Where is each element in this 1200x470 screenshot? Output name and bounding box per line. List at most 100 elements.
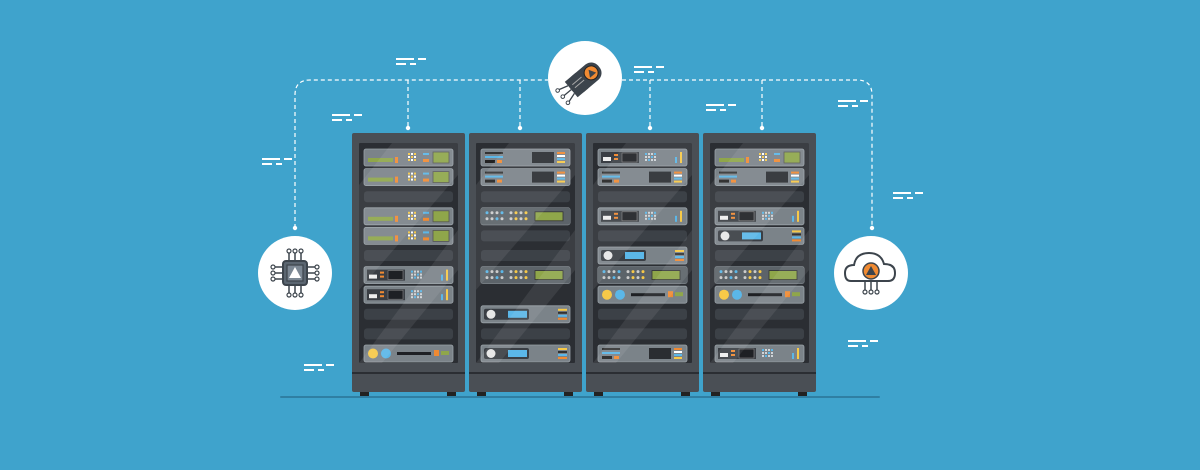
server-unit-storage: [597, 148, 688, 167]
port-dot: [748, 276, 752, 280]
blank-panel: [364, 328, 453, 340]
port-dot: [417, 273, 419, 276]
port-dot: [519, 270, 523, 274]
port-dot: [420, 296, 422, 299]
port-dot: [651, 159, 653, 161]
port-dot: [417, 293, 419, 296]
glass-reflection: [359, 230, 458, 363]
port-dot: [768, 211, 770, 214]
port-dot: [490, 217, 494, 221]
rack-foot: [711, 392, 720, 396]
lcd-display: [432, 151, 450, 164]
indicator-led: [674, 177, 682, 180]
connector-wire: [558, 85, 569, 91]
indicator-led: [614, 356, 619, 359]
indicator-led: [441, 351, 449, 355]
indicator-led: [791, 174, 799, 177]
port-dot: [408, 234, 410, 237]
port-dot: [648, 159, 650, 161]
indicator-led: [395, 215, 398, 222]
port-dot: [514, 270, 518, 274]
port-dot: [748, 270, 752, 274]
label-line: [572, 76, 582, 86]
disk-display: [625, 252, 644, 259]
server-rack: [586, 133, 699, 396]
indicator-led: [675, 250, 684, 252]
indicator-led: [446, 289, 448, 301]
server-rack: [352, 133, 465, 396]
server-unit-dots: [480, 207, 571, 226]
indicator-led: [558, 314, 567, 317]
label-line: [602, 356, 612, 359]
port-dot: [743, 270, 747, 274]
port-dot: [414, 276, 416, 279]
pin-node: [314, 276, 320, 282]
status-knob: [615, 289, 625, 300]
server-unit-drive: [480, 168, 571, 187]
port-dot: [500, 276, 504, 280]
indicator-led: [557, 161, 565, 163]
port-dot: [758, 276, 762, 280]
drive-bay: [649, 348, 671, 359]
port-dot: [514, 211, 518, 215]
drive-label: [720, 215, 728, 220]
server-unit-control: [597, 285, 688, 304]
indicator-led: [675, 215, 677, 222]
port-dot: [651, 153, 653, 155]
connector-node: [862, 289, 868, 295]
label-line: [719, 171, 737, 174]
port-dot: [408, 153, 410, 155]
port-dot: [765, 153, 767, 155]
drive-slot: [387, 289, 404, 300]
indicator-led: [614, 179, 619, 183]
label-line: [485, 171, 503, 174]
connector-node: [555, 88, 560, 93]
dash-mark: [418, 58, 426, 60]
port-dot: [509, 270, 513, 274]
port-dot: [641, 276, 645, 280]
server-unit-storage: [363, 266, 454, 285]
port-dot: [417, 290, 419, 293]
port-dot: [648, 211, 650, 214]
server-unit-server-green: [363, 168, 454, 187]
port-dot: [759, 153, 761, 155]
port-dot: [724, 276, 728, 280]
port-dot: [500, 217, 504, 221]
port-dot: [408, 172, 410, 175]
port-dot: [485, 211, 489, 215]
slot-bar: [631, 293, 665, 297]
pin-node: [286, 292, 292, 298]
indicator-led: [558, 348, 567, 350]
port-dot: [762, 355, 764, 357]
indicator-led: [423, 217, 429, 221]
port-dot: [411, 273, 413, 276]
indicator-led: [680, 152, 682, 163]
port-dot: [729, 276, 733, 280]
indicator-led: [446, 269, 448, 281]
connector-wire: [563, 89, 572, 97]
port-dot: [654, 159, 656, 161]
indicator-led: [423, 153, 429, 155]
port-dot: [420, 273, 422, 276]
drive-label: [720, 353, 728, 357]
port-dot: [414, 175, 416, 178]
port-dot: [768, 355, 770, 357]
dash-mark: [848, 340, 866, 342]
port-dot: [411, 175, 413, 178]
port-dot: [753, 270, 757, 274]
indicator-led: [614, 216, 618, 219]
indicator-led: [674, 348, 682, 350]
port-dot: [411, 217, 413, 220]
port-dot: [654, 214, 656, 217]
port-dot: [411, 231, 413, 234]
drive-label: [603, 215, 611, 220]
rack-foot: [681, 392, 690, 396]
power-button: [486, 349, 496, 358]
dash-mark: [706, 109, 716, 111]
port-dot: [417, 270, 419, 273]
port-dot: [768, 349, 770, 351]
blank-panel: [598, 230, 687, 242]
indicator-led: [675, 157, 677, 163]
rack-foot: [360, 392, 369, 396]
port-dot: [420, 290, 422, 293]
